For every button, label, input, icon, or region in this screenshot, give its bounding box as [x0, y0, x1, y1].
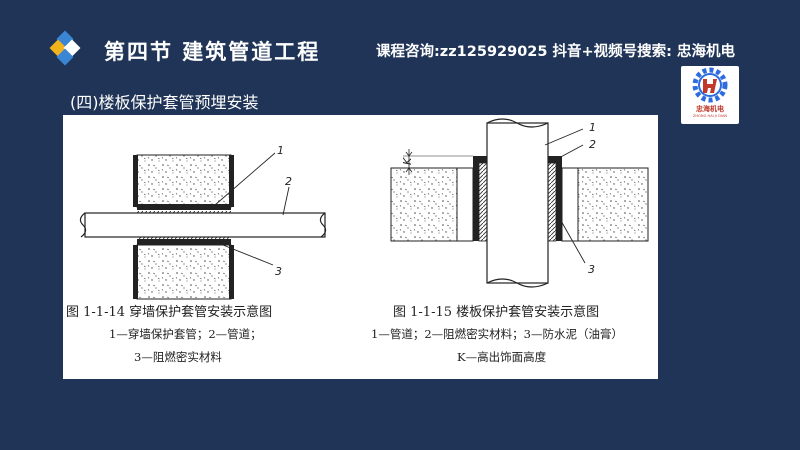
right-figure-caption: 图 1-1-15 楼板保护套管安装示意图: [393, 305, 600, 320]
left-figure-caption: 图 1-1-14 穿墙保护套管安装示意图: [66, 305, 273, 320]
brand-logo: 忠海机电 ZHONG HAI JI DIAN: [681, 66, 739, 124]
right-figure-note-1: 1—管道；2—阻燃密实材料；3—防水泥（油膏）: [371, 327, 623, 341]
gear-logo-icon: [692, 67, 728, 103]
page-subtitle: (四)楼板保护套管预埋安装: [70, 93, 259, 112]
logo-diamonds-icon: [49, 30, 81, 66]
right-callout-3: 3: [588, 263, 595, 276]
brand-name: 忠海机电: [696, 105, 724, 113]
right-callout-2: 2: [589, 138, 596, 151]
floor-sleeve-diagram: [390, 118, 649, 288]
section-title: 第四节 建筑管道工程: [104, 40, 321, 64]
left-callout-1: 1: [277, 144, 284, 157]
figure-panel: 1 2 3: [63, 115, 658, 379]
brand-subtitle: ZHONG HAI JI DIAN: [692, 114, 728, 118]
left-figure-note-1: 1—穿墙保护套管；2—管道；: [109, 327, 262, 341]
left-callout-3: 3: [275, 265, 282, 278]
right-callout-1: 1: [589, 121, 596, 134]
right-figure-note-2: K—高出饰面高度: [457, 350, 547, 364]
left-figure-note-2: 3—阻燃密实材料: [134, 350, 222, 364]
course-contact-text: 课程咨询:zz125929025 抖音+视频号搜索: 忠海机电: [376, 44, 736, 60]
left-callout-2: 2: [285, 175, 292, 188]
dimension-k-label: K: [401, 157, 414, 165]
wall-sleeve-diagram: [79, 152, 327, 300]
